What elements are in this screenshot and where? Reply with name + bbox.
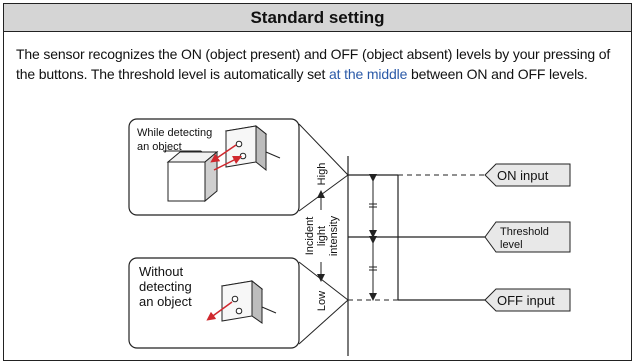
detecting-box-line1: While detecting <box>137 127 212 139</box>
description-text: The sensor recognizes the ON (object pre… <box>16 44 616 84</box>
panel-title: Standard setting <box>4 4 631 32</box>
reflect-beam <box>213 155 243 171</box>
off-input-tag: OFF input <box>484 288 571 312</box>
description-part-1: The sensor recognizes the ON (object pre… <box>16 46 611 82</box>
on-input-label: ON input <box>497 168 549 183</box>
detecting-box-line2: an object <box>137 141 182 153</box>
axis-low-label: Low <box>316 291 328 311</box>
axis-label-line2: light <box>316 226 328 246</box>
without-box-line1: Without <box>139 264 183 279</box>
without-box-line3: an object <box>139 294 192 309</box>
emit-beam <box>210 144 237 163</box>
axis-label-group: Incident light intensity High Low <box>304 163 340 311</box>
threshold-label-line2: level <box>500 239 523 251</box>
threshold-tag: Threshold level <box>484 221 571 253</box>
object-cube-icon <box>166 150 219 203</box>
threshold-label-line1: Threshold <box>500 226 549 238</box>
without-box-line2: detecting <box>139 279 192 294</box>
axis-label-line3: intensity <box>328 215 340 256</box>
without-box: Without detecting an object <box>128 257 300 349</box>
description-part-2: between ON and OFF levels. <box>407 66 588 82</box>
idle-beam <box>206 301 233 321</box>
off-input-label: OFF input <box>497 293 555 308</box>
sensor-idle-icon <box>220 279 277 324</box>
on-input-tag: ON input <box>484 163 571 187</box>
equal-interval-arrows <box>369 174 377 301</box>
axis-label-line1: Incident <box>304 217 316 256</box>
detecting-box: While detecting an object <box>128 118 300 216</box>
description-highlight: at the middle <box>329 66 408 82</box>
axis-high-label: High <box>316 163 328 186</box>
